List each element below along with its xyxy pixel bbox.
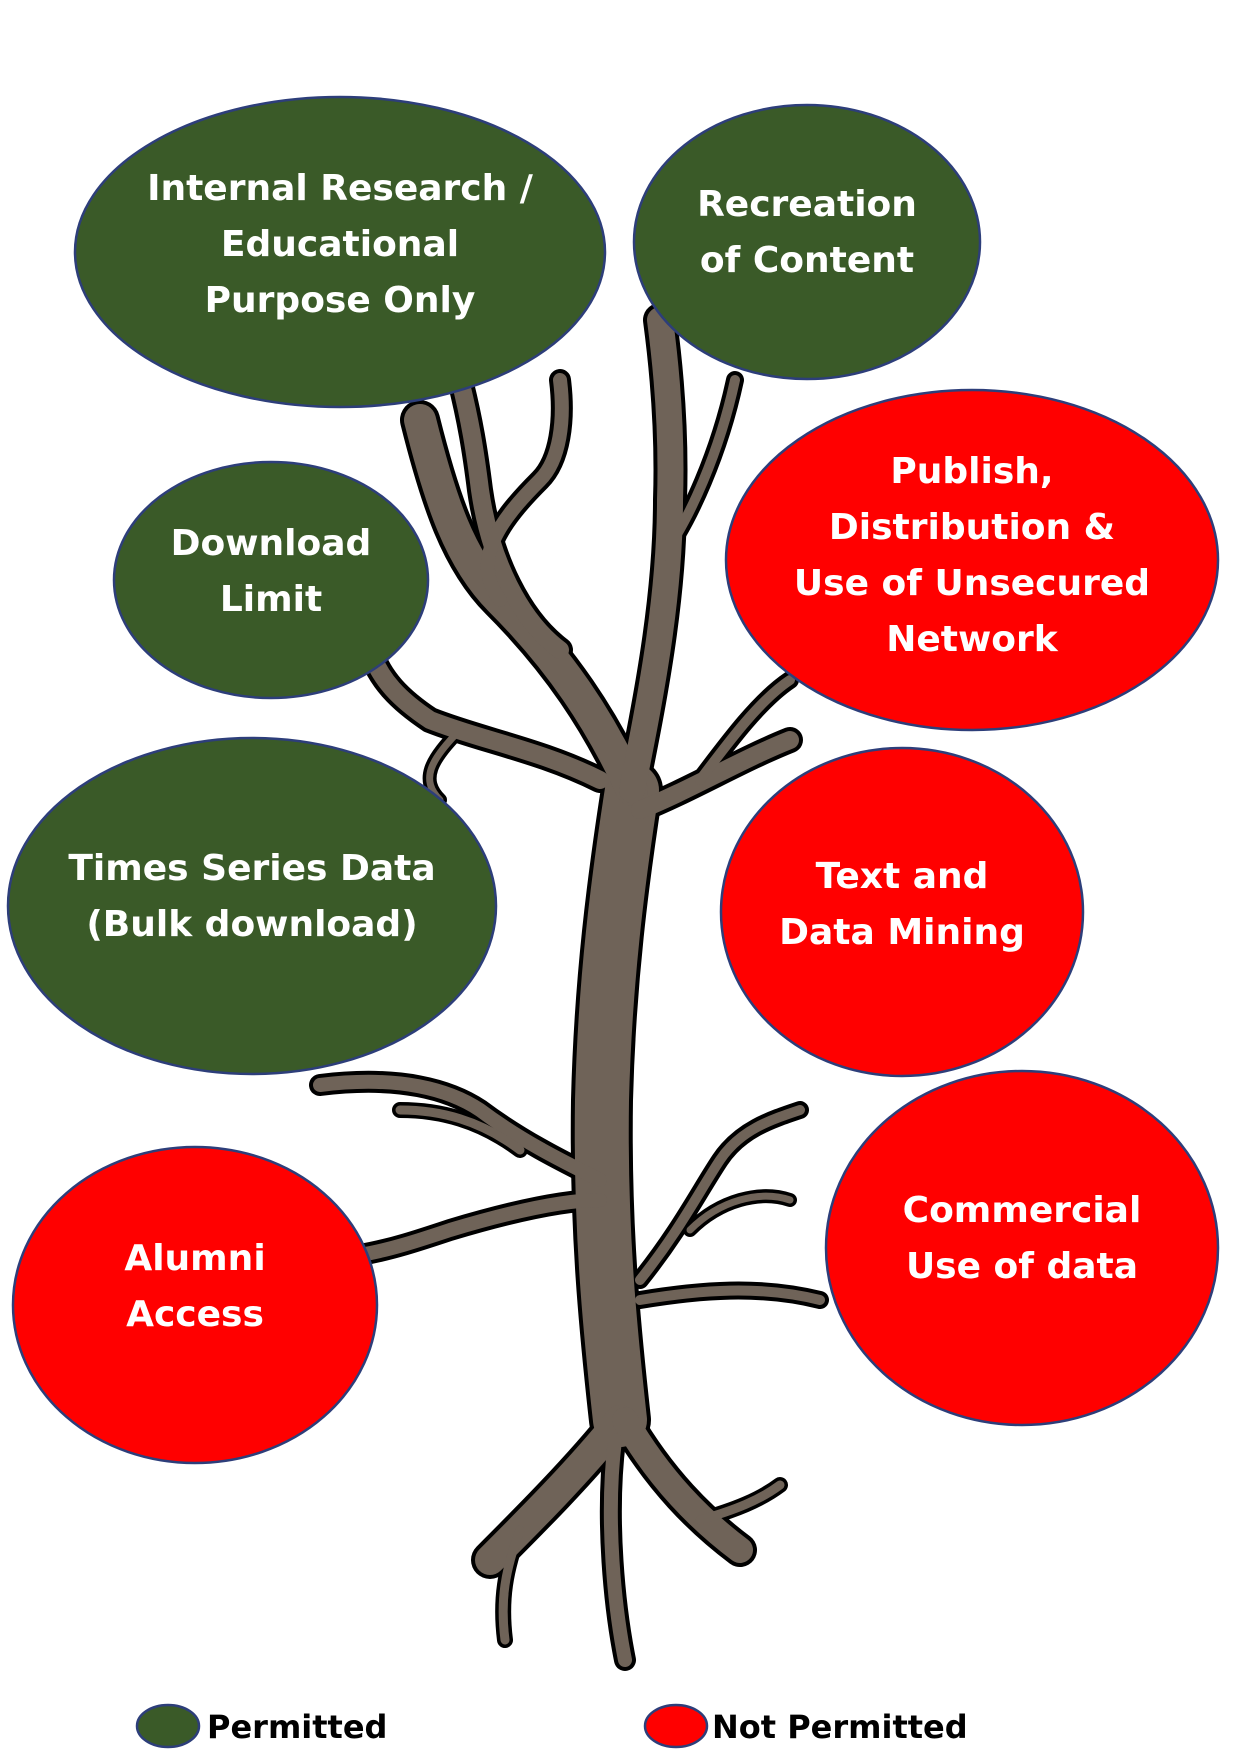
bubble-times-series-data-shape bbox=[6, 736, 498, 1076]
bubble-download-limit-label-line-2: Limit bbox=[220, 579, 322, 620]
bubble-text-data-mining-label-line-2: Data Mining bbox=[779, 912, 1025, 953]
legend-item-not-permitted: Not Permitted bbox=[643, 1703, 968, 1749]
bubble-publish-distribution-label-line-4: Network bbox=[886, 619, 1058, 660]
bubble-publish-distribution: Publish, Distribution & Use of Unsecured… bbox=[724, 388, 1220, 732]
bubble-recreation-of-content-label-line-2: of Content bbox=[700, 240, 914, 281]
bubble-commercial-use-label-line-2: Use of data bbox=[906, 1246, 1138, 1287]
bubble-text-data-mining-shape bbox=[719, 746, 1085, 1078]
bubble-publish-distribution-label-line-1: Publish, bbox=[890, 451, 1053, 492]
bubble-text-data-mining-label-line-1: Text and bbox=[816, 856, 989, 897]
bubble-commercial-use-shape bbox=[824, 1069, 1220, 1427]
bubble-internal-research: Internal Research / Educational Purpose … bbox=[73, 95, 607, 409]
bubble-commercial-use: Commercial Use of data bbox=[824, 1069, 1220, 1427]
bubble-publish-distribution-label-line-3: Use of Unsecured bbox=[794, 563, 1150, 604]
tree-fill bbox=[313, 307, 825, 1667]
bubble-recreation-of-content-label-line-1: Recreation bbox=[697, 184, 917, 225]
tree-illustration bbox=[309, 303, 829, 1671]
bubble-text-data-mining: Text and Data Mining bbox=[719, 746, 1085, 1078]
bubble-internal-research-label-line-2: Educational bbox=[221, 224, 459, 265]
bubble-download-limit: Download Limit bbox=[112, 460, 430, 700]
bubble-internal-research-label-line-1: Internal Research / bbox=[147, 168, 534, 209]
bubble-internal-research-label-line-3: Purpose Only bbox=[205, 280, 476, 321]
bubble-commercial-use-label-line-1: Commercial bbox=[903, 1190, 1142, 1231]
bubble-download-limit-shape bbox=[112, 460, 430, 700]
bubble-alumni-access-shape bbox=[11, 1145, 379, 1465]
bubble-alumni-access: Alumni Access bbox=[11, 1145, 379, 1465]
bubble-times-series-data: Times Series Data (Bulk download) bbox=[6, 736, 498, 1076]
bubble-times-series-data-label-line-1: Times Series Data bbox=[68, 848, 435, 889]
legend-permitted-swatch bbox=[135, 1703, 201, 1749]
legend: Permitted Not Permitted bbox=[135, 1703, 968, 1749]
bubble-alumni-access-label-line-2: Access bbox=[126, 1294, 264, 1335]
bubble-download-limit-label-line-1: Download bbox=[171, 523, 372, 564]
bubble-internal-research-shape bbox=[73, 95, 607, 409]
bubble-publish-distribution-shape bbox=[724, 388, 1220, 732]
bubble-recreation-of-content: Recreation of Content bbox=[632, 103, 982, 381]
bubble-recreation-of-content-shape bbox=[632, 103, 982, 381]
legend-item-permitted: Permitted bbox=[135, 1703, 387, 1749]
legend-permitted-label: Permitted bbox=[207, 1708, 387, 1746]
bubble-publish-distribution-label-line-2: Distribution & bbox=[829, 507, 1115, 548]
bubble-alumni-access-label-line-1: Alumni bbox=[124, 1238, 265, 1279]
legend-not-permitted-label: Not Permitted bbox=[712, 1708, 968, 1746]
bubble-times-series-data-label-line-2: (Bulk download) bbox=[86, 904, 417, 945]
legend-not-permitted-swatch bbox=[643, 1703, 709, 1749]
